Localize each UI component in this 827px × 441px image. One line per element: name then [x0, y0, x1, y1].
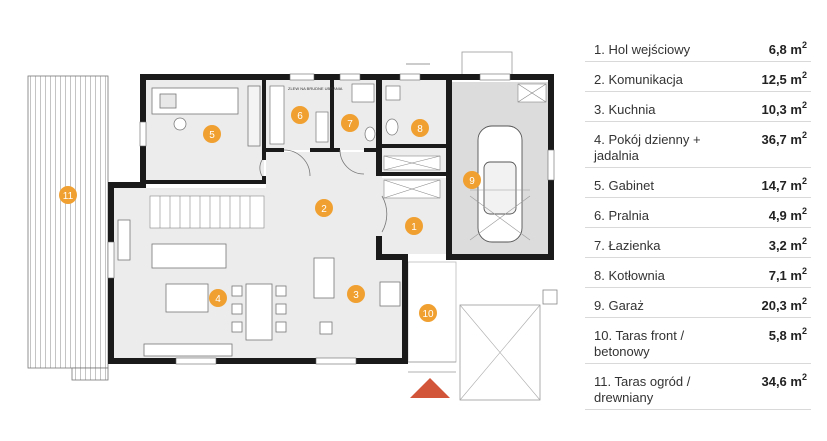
room-badge-2: 2	[315, 199, 333, 217]
garden-terrace	[27, 75, 109, 369]
room-name: 4. Pokój dzienny + jadalnia	[594, 132, 701, 163]
room-name: 7. Łazienka	[594, 238, 661, 253]
room-row-7: 7. Łazienka 3,2 m2	[585, 228, 811, 258]
room-row-6: 6. Pralnia 4,9 m2	[585, 198, 811, 228]
room-name: 8. Kotłownia	[594, 268, 665, 283]
room-area: 5,8 m2	[768, 326, 807, 344]
entrance-arrow	[410, 378, 450, 398]
room-badge-4: 4	[209, 289, 227, 307]
svg-text:2: 2	[321, 204, 327, 215]
room-area: 10,3 m2	[761, 100, 807, 118]
room-name: 10. Taras front / betonowy	[594, 328, 685, 359]
svg-text:4: 4	[215, 294, 221, 305]
room-badge-9: 9	[463, 171, 481, 189]
room-row-4: 4. Pokój dzienny + jadalnia 36,7 m2	[585, 122, 811, 168]
room-area: 4,9 m2	[768, 206, 807, 224]
svg-text:6: 6	[297, 111, 303, 122]
room-area: 14,7 m2	[761, 176, 807, 194]
svg-text:1: 1	[411, 222, 417, 233]
svg-text:9: 9	[469, 176, 475, 187]
svg-text:8: 8	[417, 124, 423, 135]
room-row-9: 9. Garaż 20,3 m2	[585, 288, 811, 318]
room-name: 9. Garaż	[594, 298, 644, 313]
storage-cabinets	[383, 83, 547, 199]
doors	[259, 63, 430, 233]
room-badge-5: 5	[203, 125, 221, 143]
room-badge-7: 7	[341, 114, 359, 132]
room-name: 6. Pralnia	[594, 208, 649, 223]
room-badge-3: 3	[347, 285, 365, 303]
room-area: 7,1 m2	[768, 266, 807, 284]
room-row-3: 3. Kuchnia 10,3 m2	[585, 92, 811, 122]
terrace-step	[71, 367, 109, 381]
room-area-table: 1. Hol wejściowy 6,8 m2 2. Komunikacja 1…	[585, 32, 811, 410]
room-area: 34,6 m2	[761, 372, 807, 390]
room-name: 2. Komunikacja	[594, 72, 683, 87]
room-badge-11: 11	[59, 186, 77, 204]
floor-plan: ZLEW NA BRUDNE UBRANIA	[27, 51, 558, 401]
bath-fixtures	[269, 83, 401, 145]
svg-text:10: 10	[422, 309, 434, 320]
room-area: 12,5 m2	[761, 70, 807, 88]
svg-text:11: 11	[63, 191, 74, 202]
room-row-11: 11. Taras ogród / drewniany 34,6 m2	[585, 364, 811, 410]
room-name: 11. Taras ogród / drewniany	[594, 374, 691, 405]
room-row-5: 5. Gabinet 14,7 m2	[585, 168, 811, 198]
room-area: 36,7 m2	[761, 130, 807, 148]
room-area: 6,8 m2	[768, 40, 807, 58]
svg-text:3: 3	[353, 290, 359, 301]
room-name: 3. Kuchnia	[594, 102, 656, 117]
room-badge-10: 10	[419, 304, 437, 322]
svg-text:5: 5	[209, 130, 215, 141]
laundry-note: ZLEW NA BRUDNE UBRANIA	[288, 86, 343, 91]
car-icon	[469, 125, 531, 243]
office-furniture	[151, 85, 261, 147]
room-badges: 1 2 3 4 5 6 7 8 9 10 11	[59, 106, 481, 322]
room-row-1: 1. Hol wejściowy 6,8 m2	[585, 32, 811, 62]
kitchen-units	[313, 257, 401, 335]
room-badge-8: 8	[411, 119, 429, 137]
room-row-10: 10. Taras front / betonowy 5,8 m2	[585, 318, 811, 364]
svg-text:7: 7	[347, 119, 353, 130]
room-name: 1. Hol wejściowy	[594, 42, 691, 57]
garage-annex	[461, 51, 513, 77]
living-furniture	[117, 219, 287, 357]
room-name: 5. Gabinet	[594, 178, 654, 193]
room-badge-1: 1	[405, 217, 423, 235]
stairs	[149, 195, 265, 229]
windows	[107, 73, 555, 365]
room-row-2: 2. Komunikacja 12,5 m2	[585, 62, 811, 92]
room-badge-6: 6	[291, 106, 309, 124]
room-row-8: 8. Kotłownia 7,1 m2	[585, 258, 811, 288]
room-area: 3,2 m2	[768, 236, 807, 254]
room-area: 20,3 m2	[761, 296, 807, 314]
